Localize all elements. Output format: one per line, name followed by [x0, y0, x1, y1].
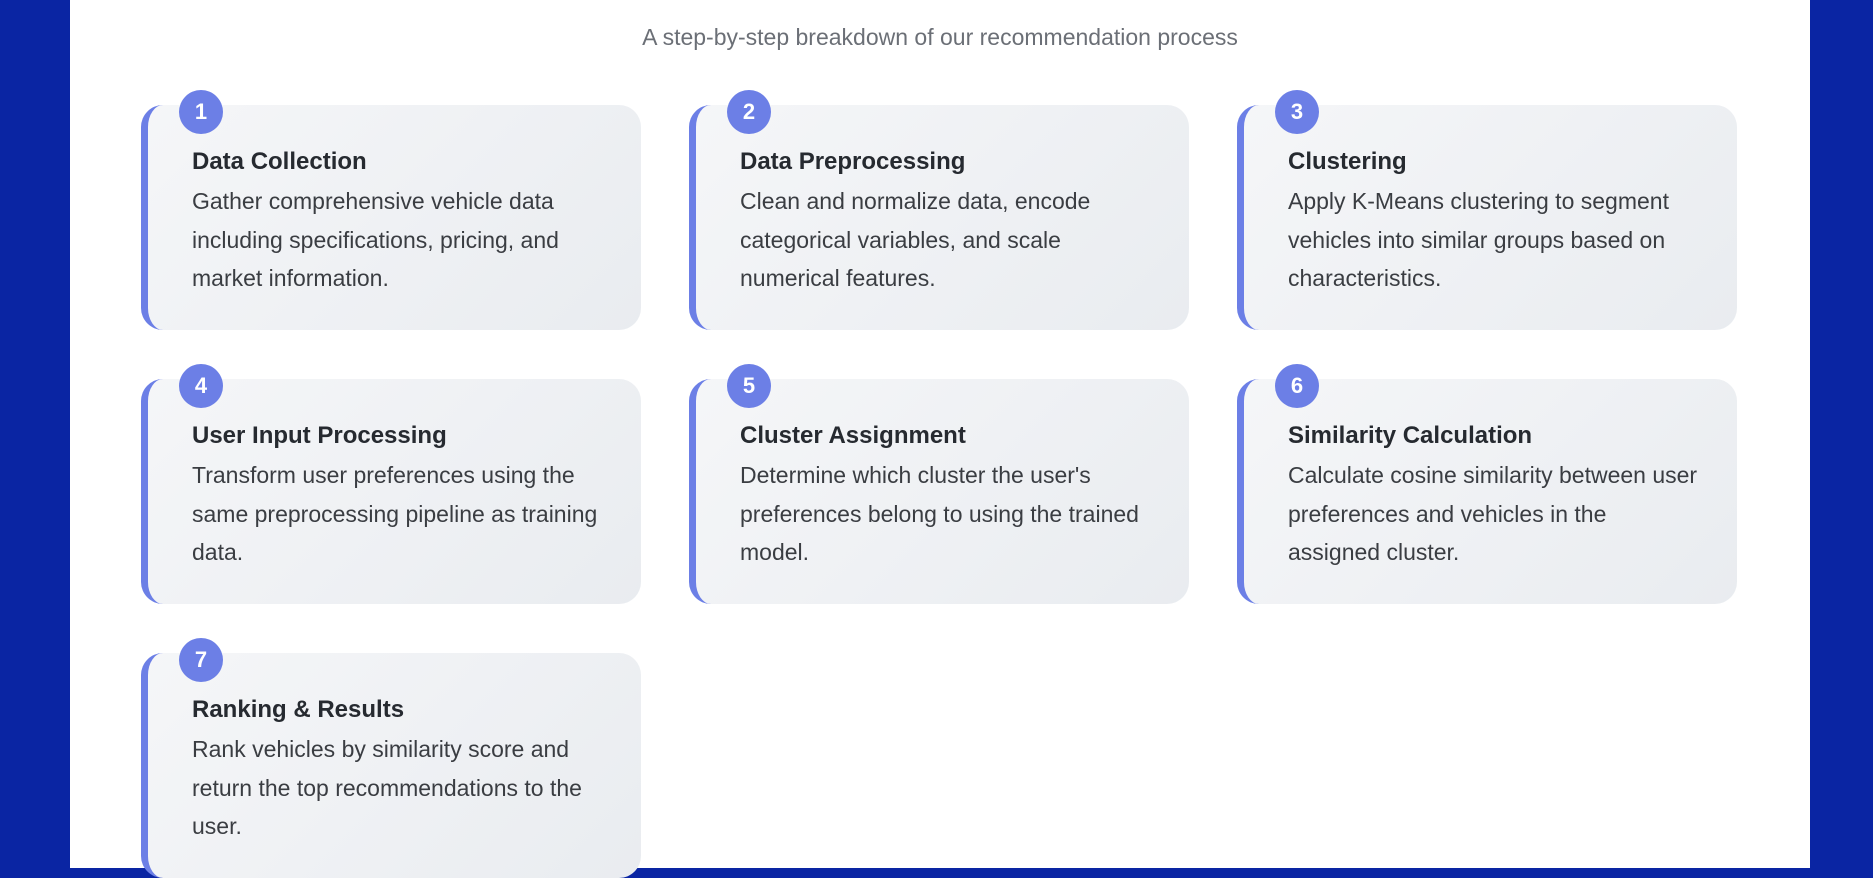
step-card-data-preprocessing: 2 Data Preprocessing Clean and normalize… — [689, 90, 1189, 330]
step-number-badge: 7 — [179, 638, 223, 682]
step-card-ranking-results: 7 Ranking & Results Rank vehicles by sim… — [141, 638, 641, 878]
step-number-badge: 5 — [727, 364, 771, 408]
step-title: Data Collection — [192, 148, 367, 175]
step-card-user-input-processing: 4 User Input Processing Transform user p… — [141, 364, 641, 604]
step-number-badge: 3 — [1275, 90, 1319, 134]
step-description: Apply K-Means clustering to segment vehi… — [1288, 188, 1669, 291]
step-title: User Input Processing — [192, 422, 447, 449]
step-description: Gather comprehensive vehicle data includ… — [192, 188, 559, 291]
step-card-cluster-assignment: 5 Cluster Assignment Determine which clu… — [689, 364, 1189, 604]
step-number-badge: 2 — [727, 90, 771, 134]
section-subtitle: A step-by-step breakdown of our recommen… — [642, 24, 1238, 50]
step-title: Similarity Calculation — [1288, 422, 1533, 449]
step-description: Determine which cluster the user's prefe… — [740, 462, 1139, 565]
process-steps-grid: 1 Data Collection Gather comprehensive v… — [141, 90, 1738, 878]
step-description: Transform user preferences using the sam… — [192, 462, 598, 565]
step-number-badge: 4 — [179, 364, 223, 408]
step-title: Cluster Assignment — [740, 422, 966, 449]
step-card-similarity-calculation: 6 Similarity Calculation Calculate cosin… — [1237, 364, 1737, 604]
step-number-badge: 6 — [1275, 364, 1319, 408]
step-card-data-collection: 1 Data Collection Gather comprehensive v… — [141, 90, 641, 330]
step-title: Data Preprocessing — [740, 148, 966, 175]
step-description: Rank vehicles by similarity score and re… — [192, 736, 582, 839]
step-title: Ranking & Results — [192, 696, 405, 723]
step-number-badge: 1 — [179, 90, 223, 134]
step-title: Clustering — [1288, 148, 1407, 175]
step-description: Calculate cosine similarity between user… — [1288, 462, 1698, 565]
step-card-clustering: 3 Clustering Apply K-Means clustering to… — [1237, 90, 1737, 330]
content-panel: A step-by-step breakdown of our recommen… — [70, 0, 1810, 878]
step-description: Clean and normalize data, encode categor… — [740, 188, 1091, 291]
